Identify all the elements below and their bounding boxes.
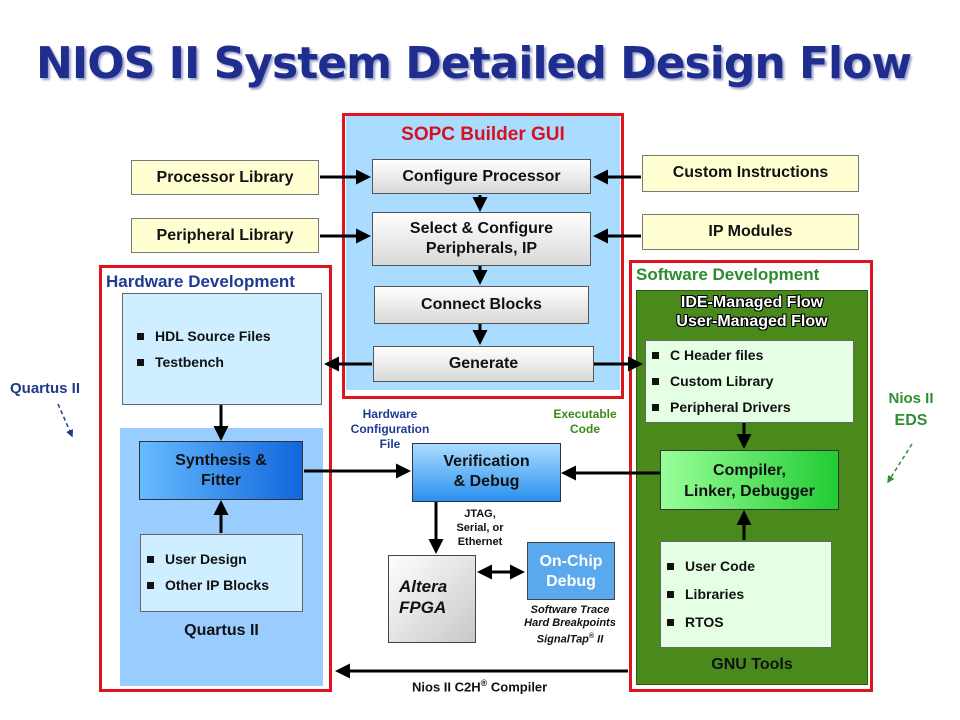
sopc-heading: SOPC Builder GUI <box>401 124 565 145</box>
sopc-outline <box>342 113 624 399</box>
synthesis-line2: Fitter <box>201 472 241 489</box>
connect-blocks-label: Connect Blocks <box>421 296 542 313</box>
hdl-list: HDL Source Files Testbench <box>123 328 321 370</box>
fpga-line2: FPGA <box>399 598 447 617</box>
hw-config-line1: Hardware <box>362 407 418 421</box>
exec-line2: Code <box>570 422 600 436</box>
c2h-reg: ® <box>480 678 488 688</box>
custom-instructions-label: Custom Instructions <box>672 164 829 181</box>
ip-modules-label: IP Modules <box>708 223 793 240</box>
compiler-line2: Linker, Debugger <box>684 483 815 500</box>
software-outline <box>629 260 873 692</box>
verification-box[interactable]: Verification & Debug <box>412 443 561 502</box>
verification-line2: & Debug <box>453 473 520 490</box>
c2h-text: Nios II C2H <box>412 679 481 695</box>
c2h-label: Nios II C2H® Compiler <box>412 678 592 694</box>
trace-ii: II <box>594 633 604 646</box>
hdl-files-box[interactable]: HDL Source Files Testbench <box>122 293 322 405</box>
onchip-line2: Debug <box>546 573 596 590</box>
flow-types: IDE-Managed Flow User-Managed Flow <box>636 293 868 331</box>
onchip-line1: On-Chip <box>539 553 603 570</box>
fpga-line1: Altera <box>399 577 448 596</box>
trace-line3: SignalTap® II <box>504 630 636 647</box>
processor-library-label: Processor Library <box>156 169 294 186</box>
user-code-item: User Code <box>661 558 831 574</box>
hw-config-line2: Configuration <box>350 422 430 436</box>
hw-config-label: Hardware Configuration File <box>336 407 444 452</box>
hardware-heading: Hardware Development <box>106 272 295 291</box>
c2h-end: Compiler <box>487 679 548 695</box>
hardware-outline <box>99 265 332 692</box>
user-design-item: User Design <box>141 551 302 567</box>
ip-modules-box[interactable]: IP Modules <box>642 214 859 250</box>
peripheral-library-label: Peripheral Library <box>156 227 294 244</box>
onchip-debug-box[interactable]: On-Chip Debug <box>527 542 615 600</box>
trace-reg: ® <box>588 633 595 640</box>
flow-line2: User-Managed Flow <box>676 313 828 330</box>
quartus-side-label: Quartus II <box>10 380 81 397</box>
processor-library-box[interactable]: Processor Library <box>131 160 319 195</box>
generate-box[interactable]: Generate <box>373 346 594 382</box>
trace-line2: Hard Breakpoints <box>524 617 616 629</box>
trace-label: Software Trace Hard Breakpoints SignalTa… <box>504 604 636 647</box>
synthesis-box[interactable]: Synthesis & Fitter <box>139 441 303 500</box>
user-code-box[interactable]: User Code Libraries RTOS <box>660 541 832 648</box>
jtag-line2: Serial, or <box>456 522 504 534</box>
compiler-line1: Compiler, <box>713 462 786 479</box>
select-configure-box[interactable]: Select & Configure Peripherals, IP <box>372 212 591 266</box>
c-header-item: C Header files <box>646 347 853 363</box>
user-code-list: User Code Libraries RTOS <box>661 558 831 630</box>
select-configure-line1: Select & Configure <box>409 220 554 237</box>
hw-config-line3: File <box>379 437 401 451</box>
configure-processor-label: Configure Processor <box>402 167 561 185</box>
peripheral-library-box[interactable]: Peripheral Library <box>131 218 319 253</box>
compiler-box[interactable]: Compiler, Linker, Debugger <box>660 450 839 510</box>
nios-side-label: Nios II EDS <box>880 388 942 432</box>
select-configure-line2: Peripherals, IP <box>425 240 538 257</box>
c-header-item: Peripheral Drivers <box>646 399 853 415</box>
c-header-box[interactable]: C Header files Custom Library Peripheral… <box>645 340 854 423</box>
nios-line2: EDS <box>894 412 928 429</box>
connect-blocks-box[interactable]: Connect Blocks <box>374 286 589 324</box>
c-header-item: Custom Library <box>646 373 853 389</box>
user-design-list: User Design Other IP Blocks <box>141 551 302 593</box>
jtag-line3: Ethernet <box>457 536 503 548</box>
fpga-box[interactable]: Altera FPGA <box>388 555 476 643</box>
user-code-item: Libraries <box>661 586 831 602</box>
quartus-pointer <box>57 403 74 438</box>
trace-line1: Software Trace <box>530 604 610 616</box>
hdl-item: Testbench <box>131 354 321 370</box>
flow-line1: IDE-Managed Flow <box>680 294 824 311</box>
user-design-box[interactable]: User Design Other IP Blocks <box>140 534 303 612</box>
jtag-label: JTAG, Serial, or Ethernet <box>440 507 520 549</box>
user-code-item: RTOS <box>661 614 831 630</box>
synthesis-line1: Synthesis & <box>175 452 267 469</box>
custom-instructions-box[interactable]: Custom Instructions <box>642 155 859 192</box>
c-header-list: C Header files Custom Library Peripheral… <box>646 347 853 415</box>
nios-pointer <box>887 443 913 484</box>
quartus-footer: Quartus II <box>184 622 259 639</box>
exec-line1: Executable <box>553 407 617 421</box>
gnu-footer: GNU Tools <box>711 656 793 673</box>
software-heading: Software Development <box>636 265 820 284</box>
user-design-item: Other IP Blocks <box>141 577 302 593</box>
page-title: NIOS II System Detailed Design Flow <box>36 38 912 89</box>
jtag-line1: JTAG, <box>464 508 496 520</box>
exec-code-label: Executable Code <box>540 407 630 437</box>
configure-processor-box[interactable]: Configure Processor <box>372 159 591 194</box>
verification-line1: Verification <box>443 453 530 470</box>
generate-label: Generate <box>448 355 519 372</box>
trace-signaltap: SignalTap <box>536 633 589 646</box>
nios-line1: Nios II <box>888 390 934 407</box>
hdl-item: HDL Source Files <box>131 328 321 344</box>
